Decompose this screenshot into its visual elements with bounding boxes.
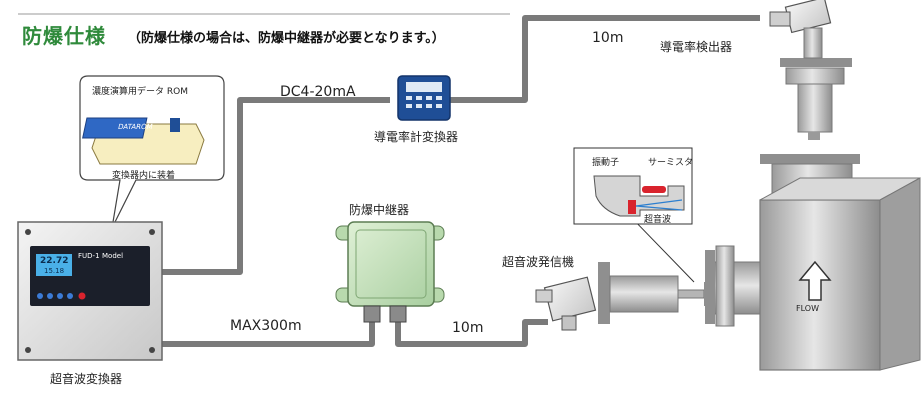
conductivity-detector-head (769, 0, 832, 59)
flow-label: FLOW (796, 304, 819, 313)
conductivity-detector-label: 導電率検出器 (660, 40, 733, 54)
cable-signal-label: DC4-20mA (280, 84, 356, 100)
rom-callout-note: 変換器内に装着 (112, 171, 176, 181)
display-screen-icon (406, 82, 442, 92)
vibrator-element (628, 200, 636, 214)
relay-label: 防爆中継器 (349, 203, 410, 217)
cable-detector-length: 10m (592, 30, 624, 46)
device-brand: FUD-1 (78, 252, 100, 260)
sensor-detail-inset (573, 147, 695, 283)
cables (160, 15, 760, 347)
ultrasonic-wave-label: 超音波 (644, 215, 672, 225)
vibrator-label: 振動子 (592, 158, 620, 168)
cable-converter-to-meter (160, 97, 390, 275)
device-lcd-value: 22.72 (40, 256, 69, 266)
converter-lcd (36, 254, 72, 276)
conductivity-meter-converter (397, 75, 451, 121)
page-title: 防爆仕様 (22, 24, 106, 48)
ultrasonic-transmitter (535, 262, 712, 331)
ultrasonic-transmitter-label: 超音波発信機 (502, 255, 575, 269)
thermistor-element (642, 186, 666, 193)
rom-callout (79, 75, 225, 229)
ultrasonic-converter-enclosure (17, 221, 163, 361)
device-model: Model (102, 252, 124, 260)
page-subtitle: （防爆仕様の場合は、防爆中継器が必要となります。） (128, 31, 445, 46)
conductivity-meter-label: 導電率計変換器 (374, 130, 459, 144)
thermistor-label: サーミスタ (648, 158, 694, 168)
explosion-proof-relay (335, 221, 445, 323)
cable-max300m (160, 322, 375, 347)
cable-meter-to-detector (450, 15, 760, 103)
cable-transmitter-length: 10m (452, 320, 484, 336)
cable-relay-to-transmitter (395, 319, 548, 347)
cable-max-length: MAX300m (230, 318, 302, 334)
rom-callout-title: 濃度演算用データ ROM (92, 87, 188, 97)
rom-chip-label: DATAROM (117, 123, 154, 131)
flow-arrow-icon (798, 260, 832, 301)
device-lcd-subvalue: 15.18 (44, 267, 65, 275)
ultrasonic-converter-label: 超音波変換器 (50, 372, 123, 386)
